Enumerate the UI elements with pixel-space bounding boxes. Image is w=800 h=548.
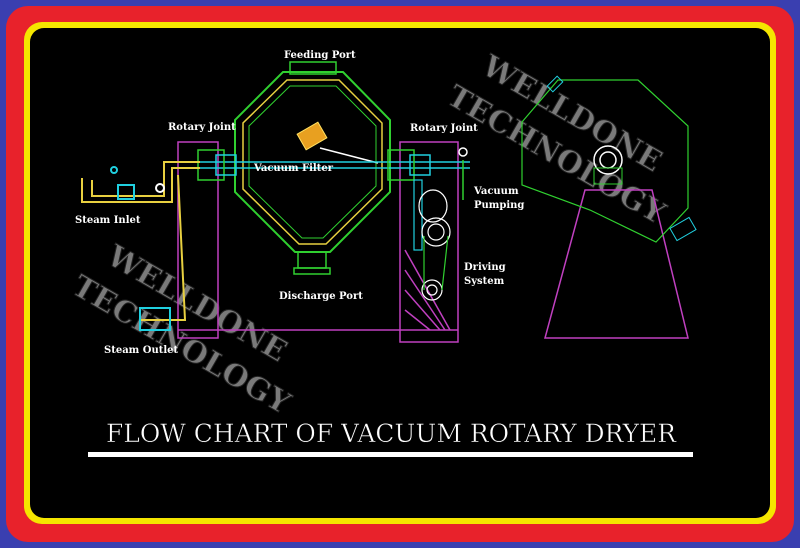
label-vacuum-filter: Vacuum Filter <box>253 163 334 174</box>
side-view <box>521 75 697 339</box>
label-steam-outlet: Steam Outlet <box>104 345 179 356</box>
label-feeding-port: Feeding Port <box>284 50 356 61</box>
label-driving-system-2: System <box>464 276 505 287</box>
driving-system <box>413 179 451 301</box>
label-steam-inlet: Steam Inlet <box>75 215 141 226</box>
dryer-vessel <box>234 61 391 275</box>
steam-piping <box>81 161 200 331</box>
label-driving-system-1: Driving <box>464 262 506 273</box>
filter-pipe <box>319 147 379 164</box>
label-rotary-joint-left: Rotary Joint <box>168 122 236 133</box>
label-vacuum-pumping-2: Pumping <box>474 200 524 211</box>
vacuum-filter <box>296 121 328 151</box>
label-vacuum-pumping-1: Vacuum <box>473 186 519 197</box>
labels: Feeding Port Rotary Joint Rotary Joint V… <box>75 50 524 356</box>
label-rotary-joint-right: Rotary Joint <box>410 123 478 134</box>
title-underline <box>88 452 693 457</box>
label-discharge-port: Discharge Port <box>279 291 363 302</box>
shaft-assembly <box>197 147 470 200</box>
diagram-title: FLOW CHART OF VACUUM ROTARY DRYER <box>106 419 677 448</box>
support-frame <box>177 141 459 343</box>
